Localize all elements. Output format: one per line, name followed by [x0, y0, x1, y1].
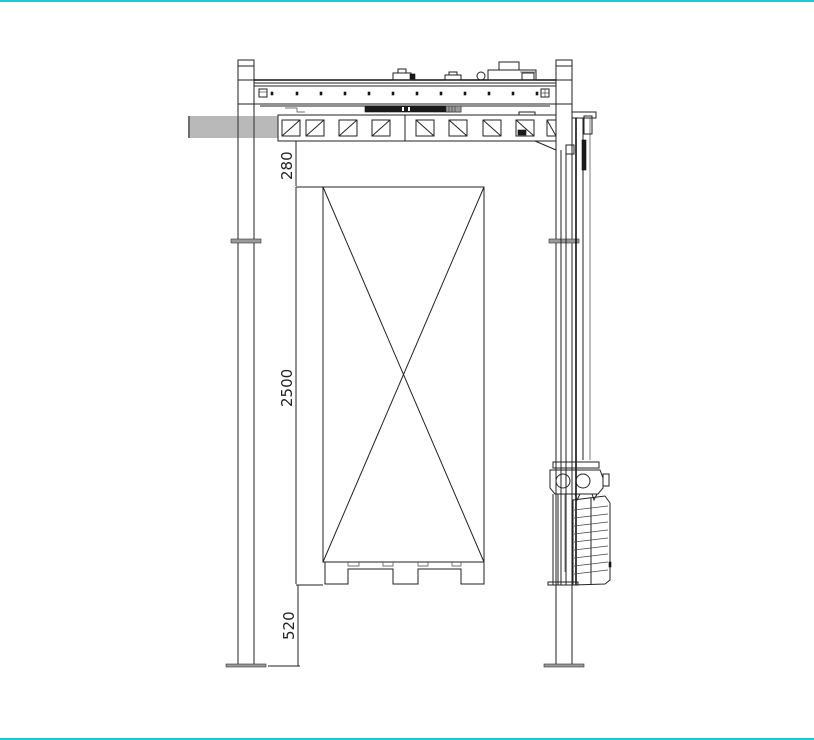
- beam-end-box-left: [258, 88, 268, 98]
- carriage-mast: [560, 111, 597, 585]
- dimension-2500: 2500: [278, 369, 296, 407]
- pallet: [324, 561, 485, 585]
- dimension-lines: [268, 141, 323, 667]
- left-column: [225, 59, 267, 668]
- drive-motor-units: [392, 61, 537, 81]
- beam-bolts: [270, 91, 539, 96]
- top-frame-rule: [0, 0, 814, 2]
- film-tail: [188, 116, 278, 138]
- right-column: [543, 59, 585, 668]
- drive-track: [285, 105, 536, 116]
- left-column-clamp: [230, 238, 262, 244]
- dimension-520: 520: [280, 611, 298, 640]
- right-foot-plate: [543, 663, 585, 668]
- bottom-frame-rule: [0, 738, 814, 740]
- truss-cells-left: [281, 119, 391, 137]
- truss-cells-right: [415, 119, 557, 137]
- left-foot-plate: [225, 663, 267, 668]
- pallet-load: [322, 186, 485, 563]
- dimension-280: 280: [278, 151, 296, 180]
- film-carriage: [547, 461, 610, 586]
- truss-arm: [277, 114, 557, 151]
- film-roll: [572, 495, 612, 586]
- top-beam: [253, 61, 557, 107]
- right-column-clamp: [548, 238, 580, 244]
